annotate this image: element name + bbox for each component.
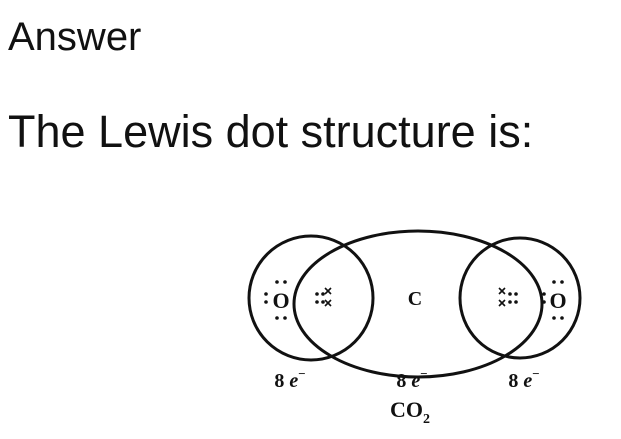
left-electron-label: 8 e− <box>274 366 305 392</box>
answer-heading: Answer <box>8 15 142 59</box>
molecule-formula: CO2 <box>390 397 430 427</box>
carbon-ellipse <box>292 229 544 379</box>
carbon-symbol: C <box>408 288 422 310</box>
right-shared-crosses <box>498 287 506 307</box>
right-shared-dots <box>508 292 518 304</box>
right-oxygen-lone-pairs <box>542 280 564 320</box>
right-oxygen-symbol: O <box>549 288 566 313</box>
intro-text: The Lewis dot structure is: <box>8 106 534 157</box>
right-electron-label: 8 e− <box>508 366 539 392</box>
left-oxygen-circle <box>247 234 375 362</box>
left-shared-dots <box>315 292 325 304</box>
left-oxygen-lone-pairs <box>264 280 287 320</box>
left-oxygen-symbol: O <box>272 288 289 313</box>
center-electron-label: 8 e− <box>396 366 427 392</box>
left-shared-crosses <box>324 287 332 307</box>
right-oxygen-circle <box>458 236 582 360</box>
